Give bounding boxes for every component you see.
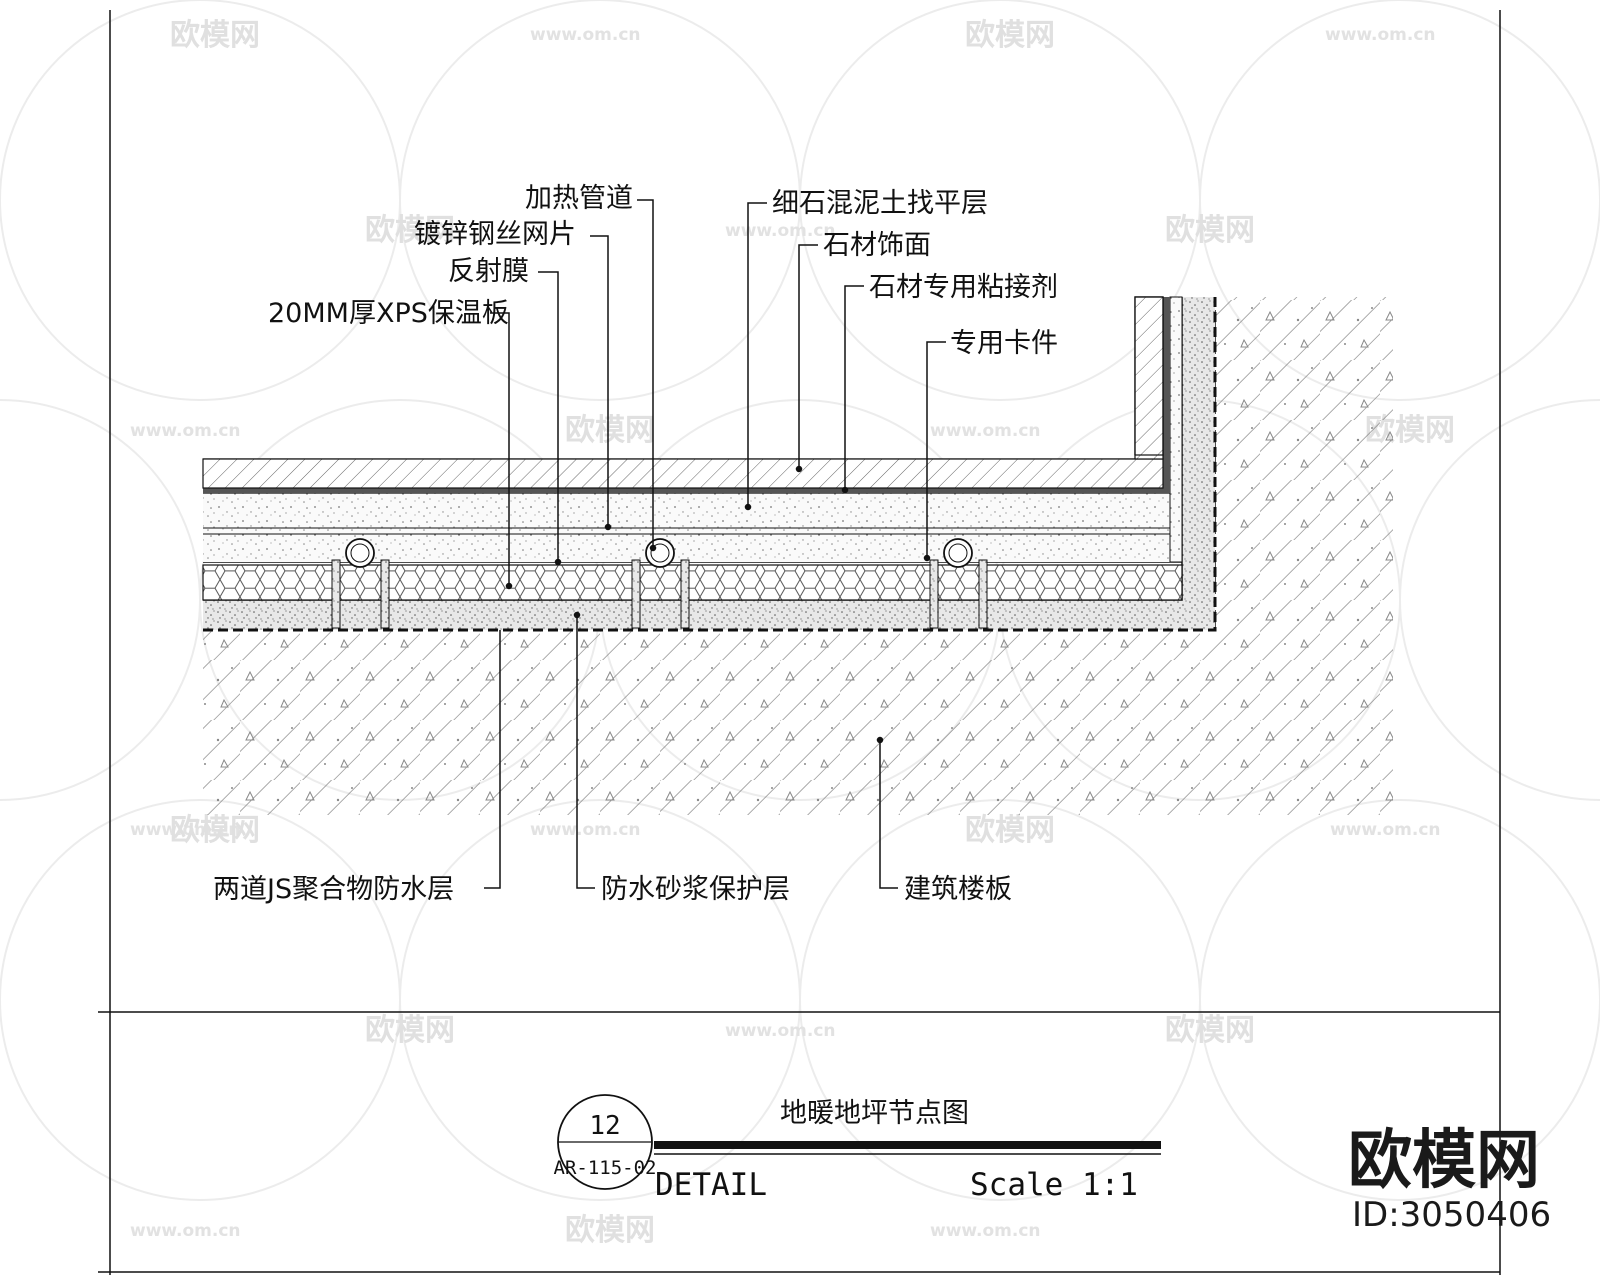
label-stone-adhesive: 石材专用粘接剂 bbox=[869, 272, 1058, 303]
svg-text:www.om.cn: www.om.cn bbox=[930, 1221, 1041, 1241]
label-mortar-protection: 防水砂浆保护层 bbox=[601, 874, 790, 905]
watermark-labels: 欧模网 www.om.cn 欧模网 www.om.cn 欧模网 www.om.c… bbox=[130, 18, 1455, 1248]
svg-text:www.om.cn: www.om.cn bbox=[530, 25, 641, 45]
scale-text: Scale 1:1 bbox=[970, 1167, 1138, 1203]
brand-logo-text: 欧模网 bbox=[1348, 1124, 1540, 1198]
label-heating-pipe: 加热管道 bbox=[525, 183, 633, 214]
svg-text:欧模网: 欧模网 bbox=[365, 213, 455, 248]
brand-stamp: 欧模网 ID:3050406 bbox=[1348, 1124, 1551, 1235]
svg-text:www.om.cn: www.om.cn bbox=[930, 421, 1041, 441]
svg-text:欧模网: 欧模网 bbox=[565, 1213, 655, 1248]
label-reflective-film: 反射膜 bbox=[448, 256, 529, 287]
drawing-title: 地暖地坪节点图 bbox=[780, 1098, 969, 1129]
leader-leveling bbox=[747, 202, 767, 507]
detail-number: 12 bbox=[589, 1111, 620, 1141]
leader-mortar bbox=[576, 615, 595, 889]
svg-text:欧模网: 欧模网 bbox=[965, 18, 1055, 53]
title-underline bbox=[654, 1141, 1161, 1149]
leader-adhesive bbox=[844, 285, 864, 490]
svg-text:欧模网: 欧模网 bbox=[170, 18, 260, 53]
annotation-labels: 加热管道 镀锌钢丝网片 反射膜 20MM厚XPS保温板 细石混泥土找平层 石材饰… bbox=[213, 183, 1058, 905]
pipe-group-1 bbox=[331, 538, 390, 629]
label-special-clip: 专用卡件 bbox=[950, 328, 1058, 359]
stone-finish-layer bbox=[202, 296, 1170, 493]
svg-text:欧模网: 欧模网 bbox=[170, 813, 260, 848]
brand-id: ID:3050406 bbox=[1352, 1195, 1551, 1235]
leader-reflective bbox=[538, 271, 559, 562]
svg-text:www.om.cn: www.om.cn bbox=[130, 1221, 241, 1241]
leader-waterproof bbox=[484, 630, 501, 889]
label-xps-board: 20MM厚XPS保温板 bbox=[268, 298, 509, 329]
label-stone-finish: 石材饰面 bbox=[823, 230, 931, 261]
leader-lines bbox=[484, 199, 946, 889]
svg-text:www.om.cn: www.om.cn bbox=[130, 421, 241, 441]
leader-stone bbox=[798, 244, 818, 469]
svg-text:www.om.cn: www.om.cn bbox=[1325, 25, 1436, 45]
sheet-reference: AR-115-02 bbox=[554, 1157, 657, 1179]
leader-heating-pipe bbox=[637, 199, 654, 548]
svg-text:www.om.cn: www.om.cn bbox=[530, 820, 641, 840]
svg-text:www.om.cn: www.om.cn bbox=[1330, 820, 1441, 840]
svg-text:欧模网: 欧模网 bbox=[365, 1013, 455, 1048]
detail-word: DETAIL bbox=[655, 1167, 767, 1203]
svg-text:欧模网: 欧模网 bbox=[1165, 213, 1255, 248]
svg-text:www.om.cn: www.om.cn bbox=[130, 820, 241, 840]
label-leveling-layer: 细石混泥土找平层 bbox=[772, 188, 988, 219]
svg-text:www.om.cn: www.om.cn bbox=[725, 1021, 836, 1041]
label-galvanized-mesh: 镀锌钢丝网片 bbox=[414, 219, 576, 250]
svg-text:欧模网: 欧模网 bbox=[1165, 1013, 1255, 1048]
leader-mesh bbox=[590, 235, 609, 527]
label-waterproof-layer: 两道JS聚合物防水层 bbox=[213, 874, 454, 905]
leader-slab bbox=[879, 740, 898, 889]
svg-text:欧模网: 欧模网 bbox=[965, 813, 1055, 848]
xps-insulation-layer bbox=[202, 561, 1183, 601]
label-building-slab: 建筑楼板 bbox=[904, 874, 1012, 905]
svg-text:www.om.cn: www.om.cn bbox=[725, 221, 836, 241]
svg-text:欧模网: 欧模网 bbox=[565, 413, 655, 448]
title-block: 12 AR-115-02 地暖地坪节点图 DETAIL Scale 1:1 bbox=[554, 1094, 1161, 1203]
pipe-group-3 bbox=[929, 538, 988, 629]
sheet-border bbox=[98, 10, 1501, 1275]
leader-clip bbox=[926, 341, 946, 558]
leader-xps bbox=[490, 312, 510, 586]
